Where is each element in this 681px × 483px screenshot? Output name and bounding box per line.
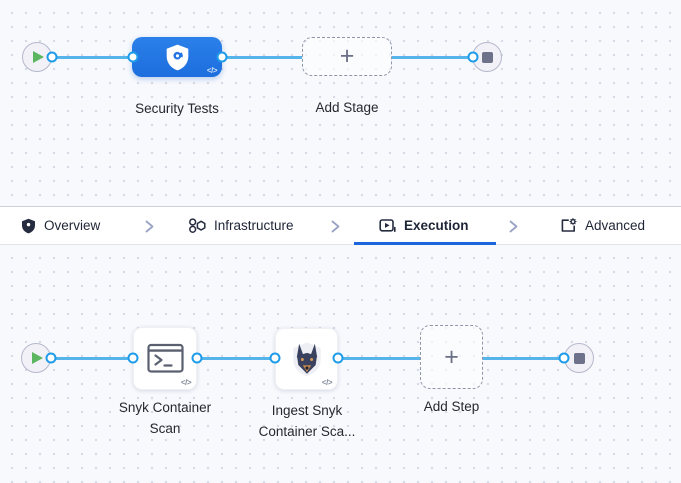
flow-connector-line (338, 357, 420, 360)
tab-label: Overview (44, 218, 101, 233)
tab-advanced[interactable]: Advanced (560, 207, 645, 244)
tab-label: Execution (404, 218, 469, 233)
connector-port (45, 352, 57, 364)
stage-label: Security Tests (135, 101, 219, 116)
connector-port (46, 51, 58, 63)
add-stage-label: Add Stage (315, 100, 379, 115)
step-node-ingest-snyk[interactable]: </> (275, 328, 338, 390)
tab-overview[interactable]: Overview (21, 207, 100, 244)
flow-connector-line (222, 56, 302, 59)
step-label-line: Container Sca... (258, 424, 356, 439)
tab-label: Infrastructure (214, 218, 294, 233)
tab-label: Advanced (585, 218, 646, 233)
flow-connector-line (483, 357, 568, 360)
add-step-button[interactable]: + (420, 325, 483, 389)
play-icon (33, 51, 44, 63)
step-yaml-code-icon[interactable]: </> (321, 378, 333, 387)
connector-port (269, 352, 281, 364)
add-step-label: Add Step (423, 399, 480, 414)
flow-connector-line (392, 56, 477, 59)
snyk-dog-icon (292, 342, 321, 377)
connector-port (558, 352, 570, 364)
plus-icon: + (444, 342, 459, 371)
stage-config-tabbar: Overview Infrastructure Execution (0, 206, 681, 245)
connector-port (332, 352, 344, 364)
plus-icon: + (339, 42, 355, 70)
shield-icon (22, 218, 35, 233)
stop-icon (481, 51, 493, 63)
stage-node-security-tests[interactable]: </> (132, 37, 222, 77)
flow-connector-line (52, 56, 133, 59)
flow-connector-line (197, 357, 275, 360)
nodes-cluster-icon (189, 218, 206, 233)
step-label-line: Scan (149, 421, 181, 436)
security-shield-icon (166, 44, 188, 70)
play-box-icon (379, 218, 396, 232)
stage-flow-canvas: </> + Security Tests Add Stage (0, 0, 681, 206)
active-tab-underline (354, 242, 496, 245)
connector-port (127, 51, 139, 63)
execution-flow-canvas: </> </> + Snyk Container Scan Ingest Sny… (0, 245, 681, 483)
step-label: Snyk Container Scan (100, 397, 230, 439)
stop-icon (573, 352, 585, 364)
gear-box-icon (561, 217, 577, 232)
connector-port (467, 51, 479, 63)
step-label-line: Snyk Container (118, 400, 212, 415)
chevron-right-icon (509, 220, 518, 233)
step-label-line: Ingest Snyk (271, 403, 343, 418)
connector-port (216, 51, 228, 63)
chevron-right-icon (145, 220, 154, 233)
tab-infrastructure[interactable]: Infrastructure (188, 207, 294, 244)
connector-port (191, 352, 203, 364)
stage-yaml-code-icon[interactable]: </> (206, 66, 218, 75)
terminal-icon (146, 343, 184, 373)
step-node-snyk-container-scan[interactable]: </> (133, 327, 197, 390)
play-icon (32, 352, 43, 364)
tab-execution[interactable]: Execution (379, 207, 469, 244)
chevron-right-icon (331, 220, 340, 233)
flow-connector-line (50, 357, 133, 360)
step-yaml-code-icon[interactable]: </> (180, 378, 192, 387)
step-label: Ingest Snyk Container Sca... (242, 400, 372, 442)
add-stage-button[interactable]: + (302, 37, 392, 76)
connector-port (127, 352, 139, 364)
